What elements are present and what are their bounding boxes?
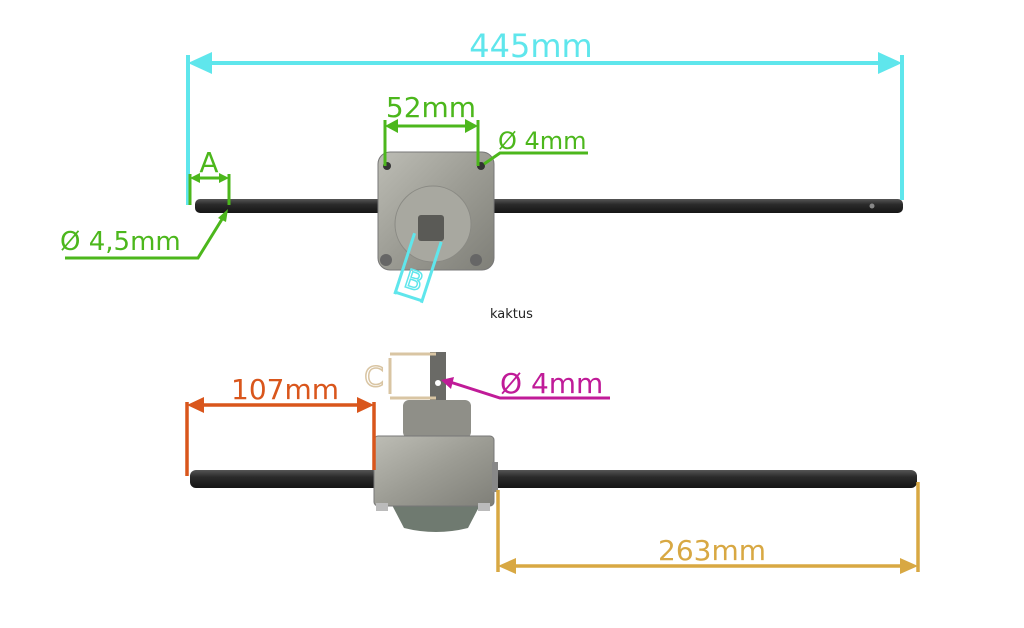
shaft-hole-leader — [65, 209, 228, 260]
shaft-hole-label: Ø 4,5mm — [60, 227, 181, 257]
watermark: kaktus — [490, 307, 533, 322]
dimension-c — [388, 352, 436, 400]
mount-spacing-label: 52mm — [386, 91, 476, 124]
total-length-label: 445mm — [469, 27, 592, 65]
output-hole-leader — [441, 377, 610, 400]
mount-hole-label: Ø 4mm — [498, 127, 587, 155]
dimension-a-label: A — [199, 146, 218, 179]
left-length-label: 107mm — [231, 373, 339, 406]
side-gearbox — [373, 352, 498, 532]
side-view: C Ø 4mm 107mm 263mm — [185, 352, 920, 574]
side-shaft — [190, 470, 917, 488]
top-gearbox — [377, 151, 495, 271]
mount-hole-leader — [483, 151, 588, 166]
dimension-c-label: C — [364, 360, 384, 393]
output-hole-label: Ø 4mm — [500, 367, 603, 400]
dimension-right-length — [496, 482, 920, 574]
shaft-hole-right — [869, 203, 875, 209]
dimension-mount-spacing — [383, 119, 480, 166]
top-shaft — [195, 199, 903, 213]
dimension-a — [188, 173, 231, 205]
top-view: 445mm 52mm Ø 4mm A Ø 4,5mm — [60, 27, 904, 304]
dimension-left-length — [185, 397, 376, 476]
right-length-label: 263mm — [658, 534, 766, 567]
dimension-total-length — [186, 52, 904, 205]
